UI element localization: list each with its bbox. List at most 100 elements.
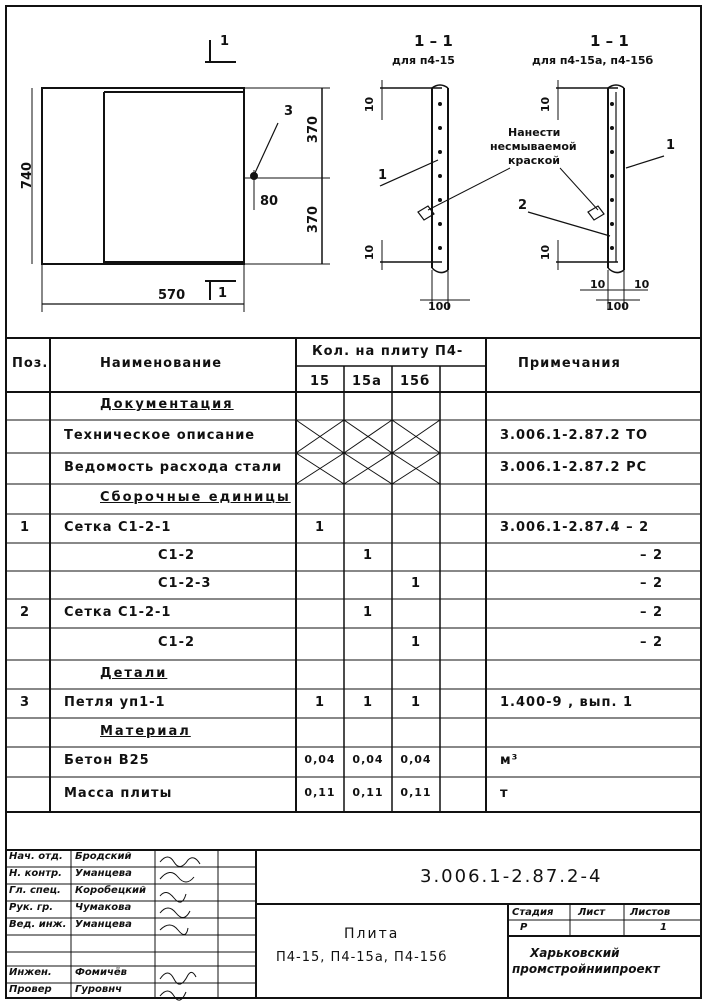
row-qty: 0,11	[304, 785, 336, 799]
section-a-subtitle: для п4-15	[392, 54, 455, 67]
header-qty: Кол. на плиту П4-	[312, 344, 464, 359]
plan-bottom-dim: 370	[306, 205, 322, 234]
qty-col-15a: 15а	[352, 374, 382, 389]
document-code: 3.006.1-2.87.2-4	[420, 866, 603, 887]
drawing-sheet	[5, 5, 702, 999]
tb-person: Уманцева	[75, 868, 132, 879]
paint-note-line1: Нанести	[508, 126, 561, 139]
row-name: Сетка С1-2-1	[64, 519, 172, 535]
row-qty: 0,04	[400, 753, 432, 766]
section-b-dim-base-right: 10	[634, 278, 650, 291]
header-name: Наименование	[100, 356, 223, 371]
row-note: т	[500, 785, 509, 801]
row-pos: 1	[20, 519, 31, 535]
section-b-dim-base-left: 10	[590, 278, 606, 291]
row-qty: 1	[410, 576, 422, 591]
row-name: Документация	[100, 397, 234, 412]
paint-note-line2: несмываемой	[490, 140, 577, 153]
plan-height-dim: 740	[20, 161, 36, 190]
row-name: Петля уп1-1	[64, 694, 166, 710]
sheets-label: Листов	[630, 907, 671, 918]
section-a-dim-base: 100	[428, 300, 451, 313]
row-note: – 2	[640, 635, 664, 650]
tb-person: Коробецкий	[75, 885, 147, 896]
sheets-value: 1	[660, 922, 667, 933]
row-name: Масса плиты	[64, 785, 173, 801]
stage-label: Стадия	[512, 907, 554, 918]
row-name: Детали	[100, 665, 168, 681]
tb-person: Уманцева	[75, 919, 132, 930]
row-pos: 3	[20, 694, 31, 710]
qty-col-15b: 15б	[400, 374, 431, 389]
row-qty: 1	[362, 548, 374, 563]
row-pos: 2	[20, 604, 31, 620]
row-note: – 2	[640, 604, 664, 620]
tb-person: Фомичёв	[75, 967, 127, 978]
tb-person: Гуровнч	[75, 984, 123, 995]
section-marker-bottom: 1	[218, 286, 228, 301]
row-name: С1-2	[158, 635, 196, 650]
row-note: 3.006.1-2.87.4 – 2	[500, 519, 650, 535]
tb-role: Вед. инж.	[9, 919, 67, 930]
row-note: 1.400-9 , вып. 1	[500, 694, 634, 710]
section-b-callout-1: 1	[666, 138, 676, 153]
section-b-dim-top: 10	[539, 96, 553, 113]
paint-note-line3: краской	[508, 154, 561, 167]
row-qty: 0,11	[352, 785, 384, 799]
header-notes: Примечания	[518, 356, 621, 371]
section-marker-top: 1	[220, 34, 230, 49]
row-note: м³	[500, 753, 519, 768]
row-qty: 1	[362, 604, 374, 620]
plan-outline	[41, 87, 245, 265]
row-qty: 1	[314, 519, 326, 535]
tb-role: Провер	[9, 984, 52, 995]
org-line1: Харьковский	[530, 946, 620, 960]
product-variants: П4-15, П4-15а, П4-15б	[276, 950, 448, 965]
row-qty: 0,11	[400, 785, 432, 799]
row-name: С1-2	[158, 548, 196, 563]
header-pos: Поз.	[12, 356, 49, 371]
tb-role: Н. контр.	[9, 868, 62, 879]
tb-person: Бродский	[75, 851, 132, 862]
qty-col-15: 15	[310, 374, 331, 389]
row-name: Техническое описание	[64, 427, 256, 443]
product-name: Плита	[344, 926, 400, 942]
stage-value: Р	[520, 922, 528, 933]
row-note: 3.006.1-2.87.2 ТО	[500, 427, 649, 443]
plan-width-dim: 570	[158, 288, 186, 303]
row-note: 3.006.1-2.87.2 РС	[500, 459, 648, 475]
plan-callout-3: 3	[284, 104, 294, 119]
plan-offset-dim: 80	[260, 194, 279, 209]
org-line2: промстройниипроект	[512, 962, 660, 976]
section-b-subtitle: для п4-15а, п4-15б	[532, 54, 654, 67]
row-qty: 0,04	[352, 753, 384, 766]
section-a-title: 1 – 1	[414, 32, 453, 50]
row-qty: 1	[410, 694, 422, 710]
tb-role: Нач. отд.	[9, 851, 63, 862]
section-a-callout: 1	[378, 168, 388, 183]
tb-person: Чумакова	[75, 902, 132, 913]
tb-role: Рук. гр.	[9, 902, 54, 913]
row-qty: 0,04	[304, 753, 336, 766]
row-qty: 1	[410, 635, 422, 650]
section-a-dim-bottom: 10	[363, 244, 377, 261]
section-b-dim-base: 100	[606, 300, 629, 313]
row-name: Сборочные единицы	[100, 490, 291, 505]
row-qty: 1	[314, 694, 326, 710]
section-b-title: 1 – 1	[590, 32, 629, 50]
row-name: Ведомость расхода стали	[64, 459, 283, 475]
section-a-dim-top: 10	[363, 96, 377, 113]
section-b-callout-2: 2	[518, 198, 528, 213]
row-note: – 2	[640, 576, 664, 591]
tb-role: Гл. спец.	[9, 885, 61, 896]
row-name: Сетка С1-2-1	[64, 604, 172, 620]
tb-role: Инжен.	[9, 967, 52, 978]
row-name: Материал	[100, 723, 191, 739]
plan-top-dim: 370	[306, 115, 322, 144]
sheet-label: Лист	[578, 907, 606, 918]
row-name: С1-2-3	[158, 576, 212, 591]
section-b-dim-bottom: 10	[539, 244, 553, 261]
row-qty: 1	[362, 694, 374, 710]
row-note: – 2	[640, 548, 664, 563]
